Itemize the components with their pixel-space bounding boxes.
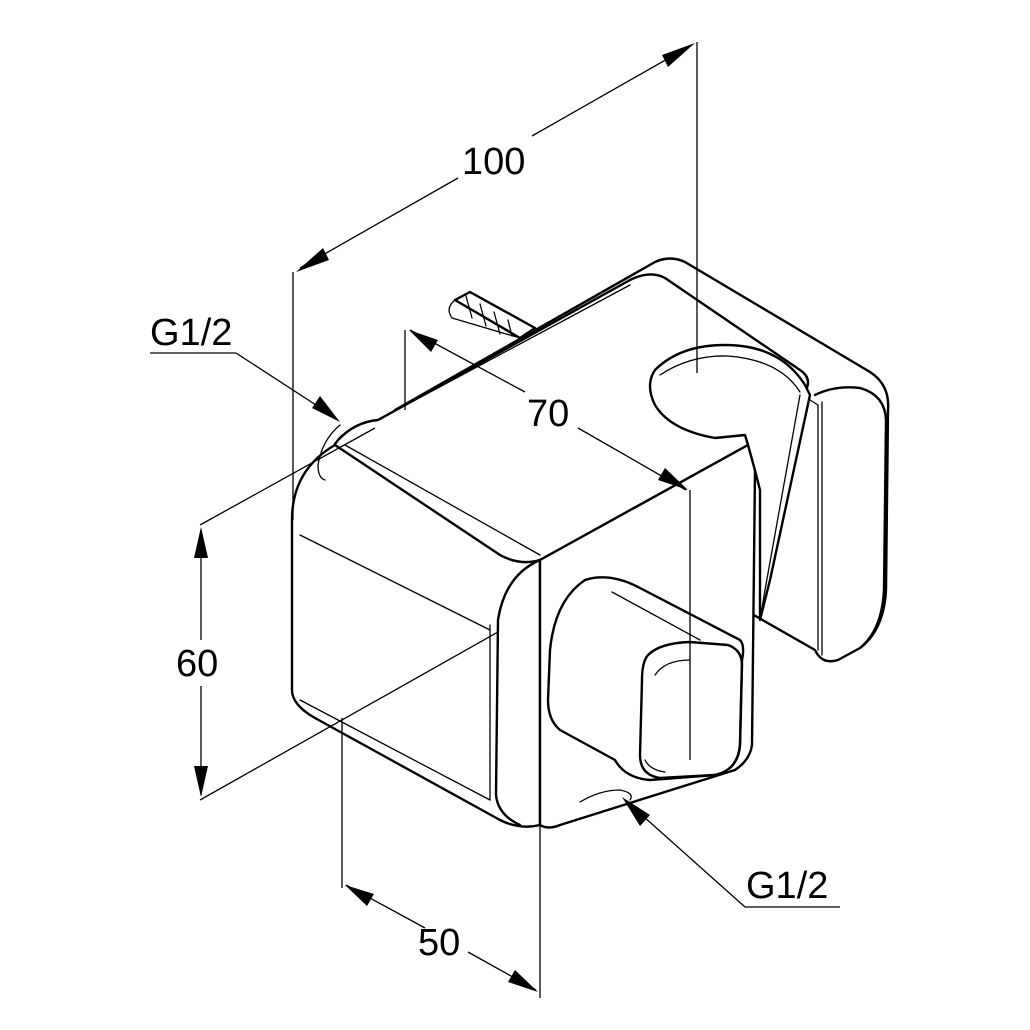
dimension-70-label: 70 [527,393,569,435]
dimension-60: 60 [176,427,499,801]
outlet-connector [546,576,745,782]
thread-label-bottom: G1/2 [746,865,828,907]
thread-callout-top: G1/2 [150,312,340,422]
thread-callout-bottom: G1/2 [622,797,840,908]
bottom-thread-stub [579,789,632,803]
shower-holder [648,343,812,622]
dimension-100: 100 [292,42,698,520]
wall-plug [448,290,537,340]
dimension-100-label: 100 [462,141,525,183]
top-thread-stub [317,424,341,481]
dimension-50-label: 50 [418,922,460,964]
dimension-70: 70 [404,329,691,760]
dimension-50: 50 [341,718,541,998]
dimension-60-label: 60 [176,643,218,685]
thread-label-top: G1/2 [150,312,232,354]
